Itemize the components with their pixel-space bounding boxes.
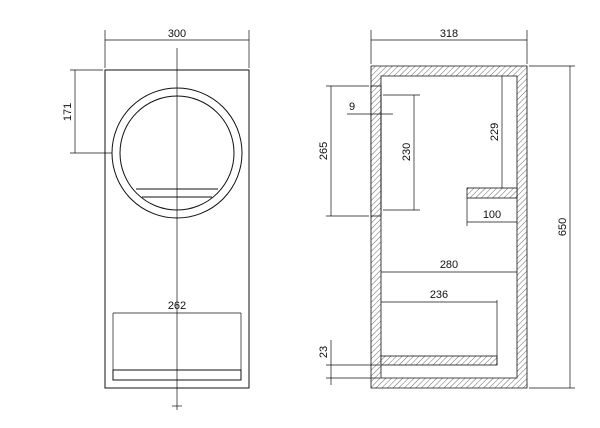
dim-driver-height-label: 230 [401,143,413,161]
port-floor [380,355,498,366]
baffle-flange [370,85,382,217]
dim-side-height: 650 [529,65,575,389]
dim-driver-height: 230 [383,94,420,211]
dim-circle-offset: 171 [62,69,112,154]
dim-inner-depth: 280 [381,259,517,273]
front-view: 300 171 262 [62,28,250,410]
dim-side-depth: 318 [370,28,528,64]
dim-shelf-offset: 229 [489,76,503,188]
dim-flange-thickness-label: 9 [349,101,355,113]
dim-shelf-offset-label: 229 [489,123,501,141]
dim-inner-depth-label: 280 [440,259,458,271]
dim-shelf-length: 100 [466,198,517,226]
side-section-view: 318 650 265 230 9 [318,28,575,389]
dim-baffle-height: 265 [318,85,369,217]
internal-shelf [466,187,518,199]
dim-port-width-label: 262 [168,300,186,312]
dim-port-depth-label: 236 [430,289,448,301]
cabinet-walls [370,65,528,389]
dim-port-gap: 23 [318,340,380,385]
dim-port-gap-label: 23 [318,346,330,358]
dim-shelf-length-label: 100 [483,209,501,221]
dim-side-height-label: 650 [557,218,569,236]
dim-front-width: 300 [104,28,250,68]
dim-front-width-label: 300 [168,28,186,40]
dim-port-width: 262 [113,300,241,314]
dim-flange-thickness: 9 [347,98,393,150]
dim-port-depth: 236 [381,289,497,303]
dim-circle-offset-label: 171 [62,103,74,121]
port-slot [112,369,242,381]
dim-baffle-height-label: 265 [318,142,330,160]
dim-side-depth-label: 318 [440,28,458,40]
driver-cutout-inner [119,95,235,211]
